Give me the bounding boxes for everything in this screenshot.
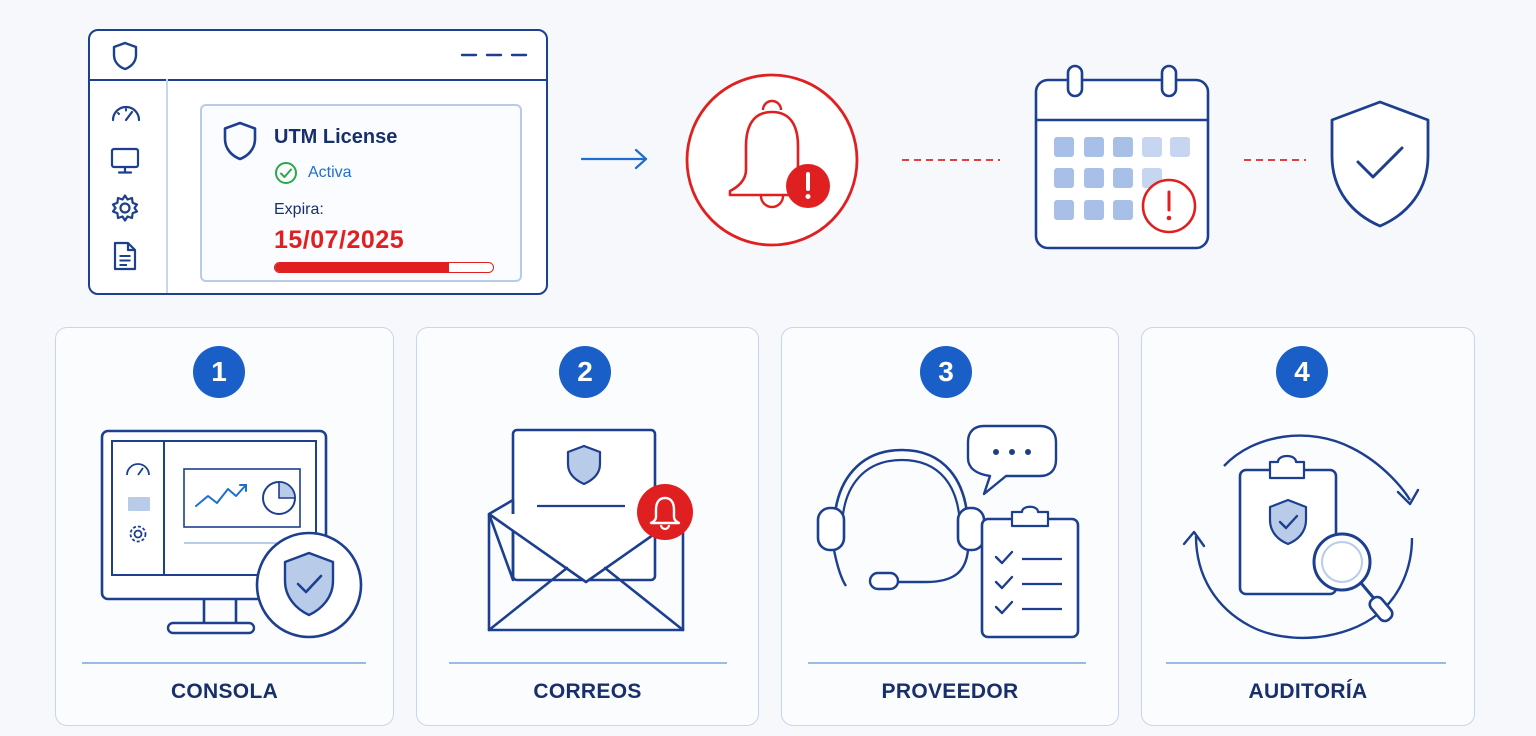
envelope-bell-icon [487, 428, 693, 632]
monitor-shield-icon [100, 429, 363, 639]
shield-check-icon [1330, 100, 1430, 228]
expires-label: Expira: [274, 201, 324, 218]
step-card-consola: 1 CONSOLA [55, 327, 394, 726]
license-window: UTM License Activa Expira: 15/07/2025 [88, 29, 548, 295]
gauge-icon[interactable] [110, 101, 142, 123]
step-number-badge: 4 [1276, 346, 1328, 398]
arrow-right-icon [580, 148, 648, 170]
license-status: Activa [308, 164, 352, 181]
step-label: CONSOLA [170, 680, 279, 703]
card-divider [808, 662, 1086, 664]
step-card-correos: 2 CORREOS [416, 327, 759, 726]
step-card-auditoria: 4 AUDITORÍA [1141, 327, 1475, 726]
step-label: PROVEEDOR [881, 680, 1019, 703]
dashed-connector [902, 159, 1000, 161]
card-divider [449, 662, 727, 664]
license-card: UTM License Activa Expira: 15/07/2025 [200, 104, 522, 282]
calendar-alert-icon [1034, 64, 1210, 250]
monitor-icon[interactable] [110, 147, 140, 175]
card-divider [1166, 662, 1446, 664]
license-title: UTM License [274, 126, 398, 148]
step-label: CORREOS [533, 680, 642, 703]
window-menu-icon[interactable] [460, 52, 530, 58]
license-time-bar-fill [275, 263, 450, 272]
document-icon[interactable] [112, 241, 138, 271]
window-titlebar [90, 31, 546, 81]
check-circle-icon [275, 162, 297, 184]
step-number-badge: 2 [559, 346, 611, 398]
step-label: AUDITORÍA [1248, 680, 1368, 703]
headset-checklist-icon [816, 424, 1080, 639]
bell-alert-icon [685, 73, 859, 247]
audit-cycle-icon [1182, 434, 1420, 640]
dashed-connector [1244, 159, 1306, 161]
step-number-badge: 3 [920, 346, 972, 398]
license-shield-icon [223, 121, 257, 161]
step-card-proveedor: 3 PROVEEDOR [781, 327, 1119, 726]
shield-icon [112, 41, 138, 71]
expiry-date: 15/07/2025 [274, 226, 405, 254]
gear-icon[interactable] [110, 193, 140, 223]
card-divider [82, 662, 366, 664]
step-number-badge: 1 [193, 346, 245, 398]
window-sidebar [90, 79, 168, 293]
license-time-bar [274, 262, 494, 273]
